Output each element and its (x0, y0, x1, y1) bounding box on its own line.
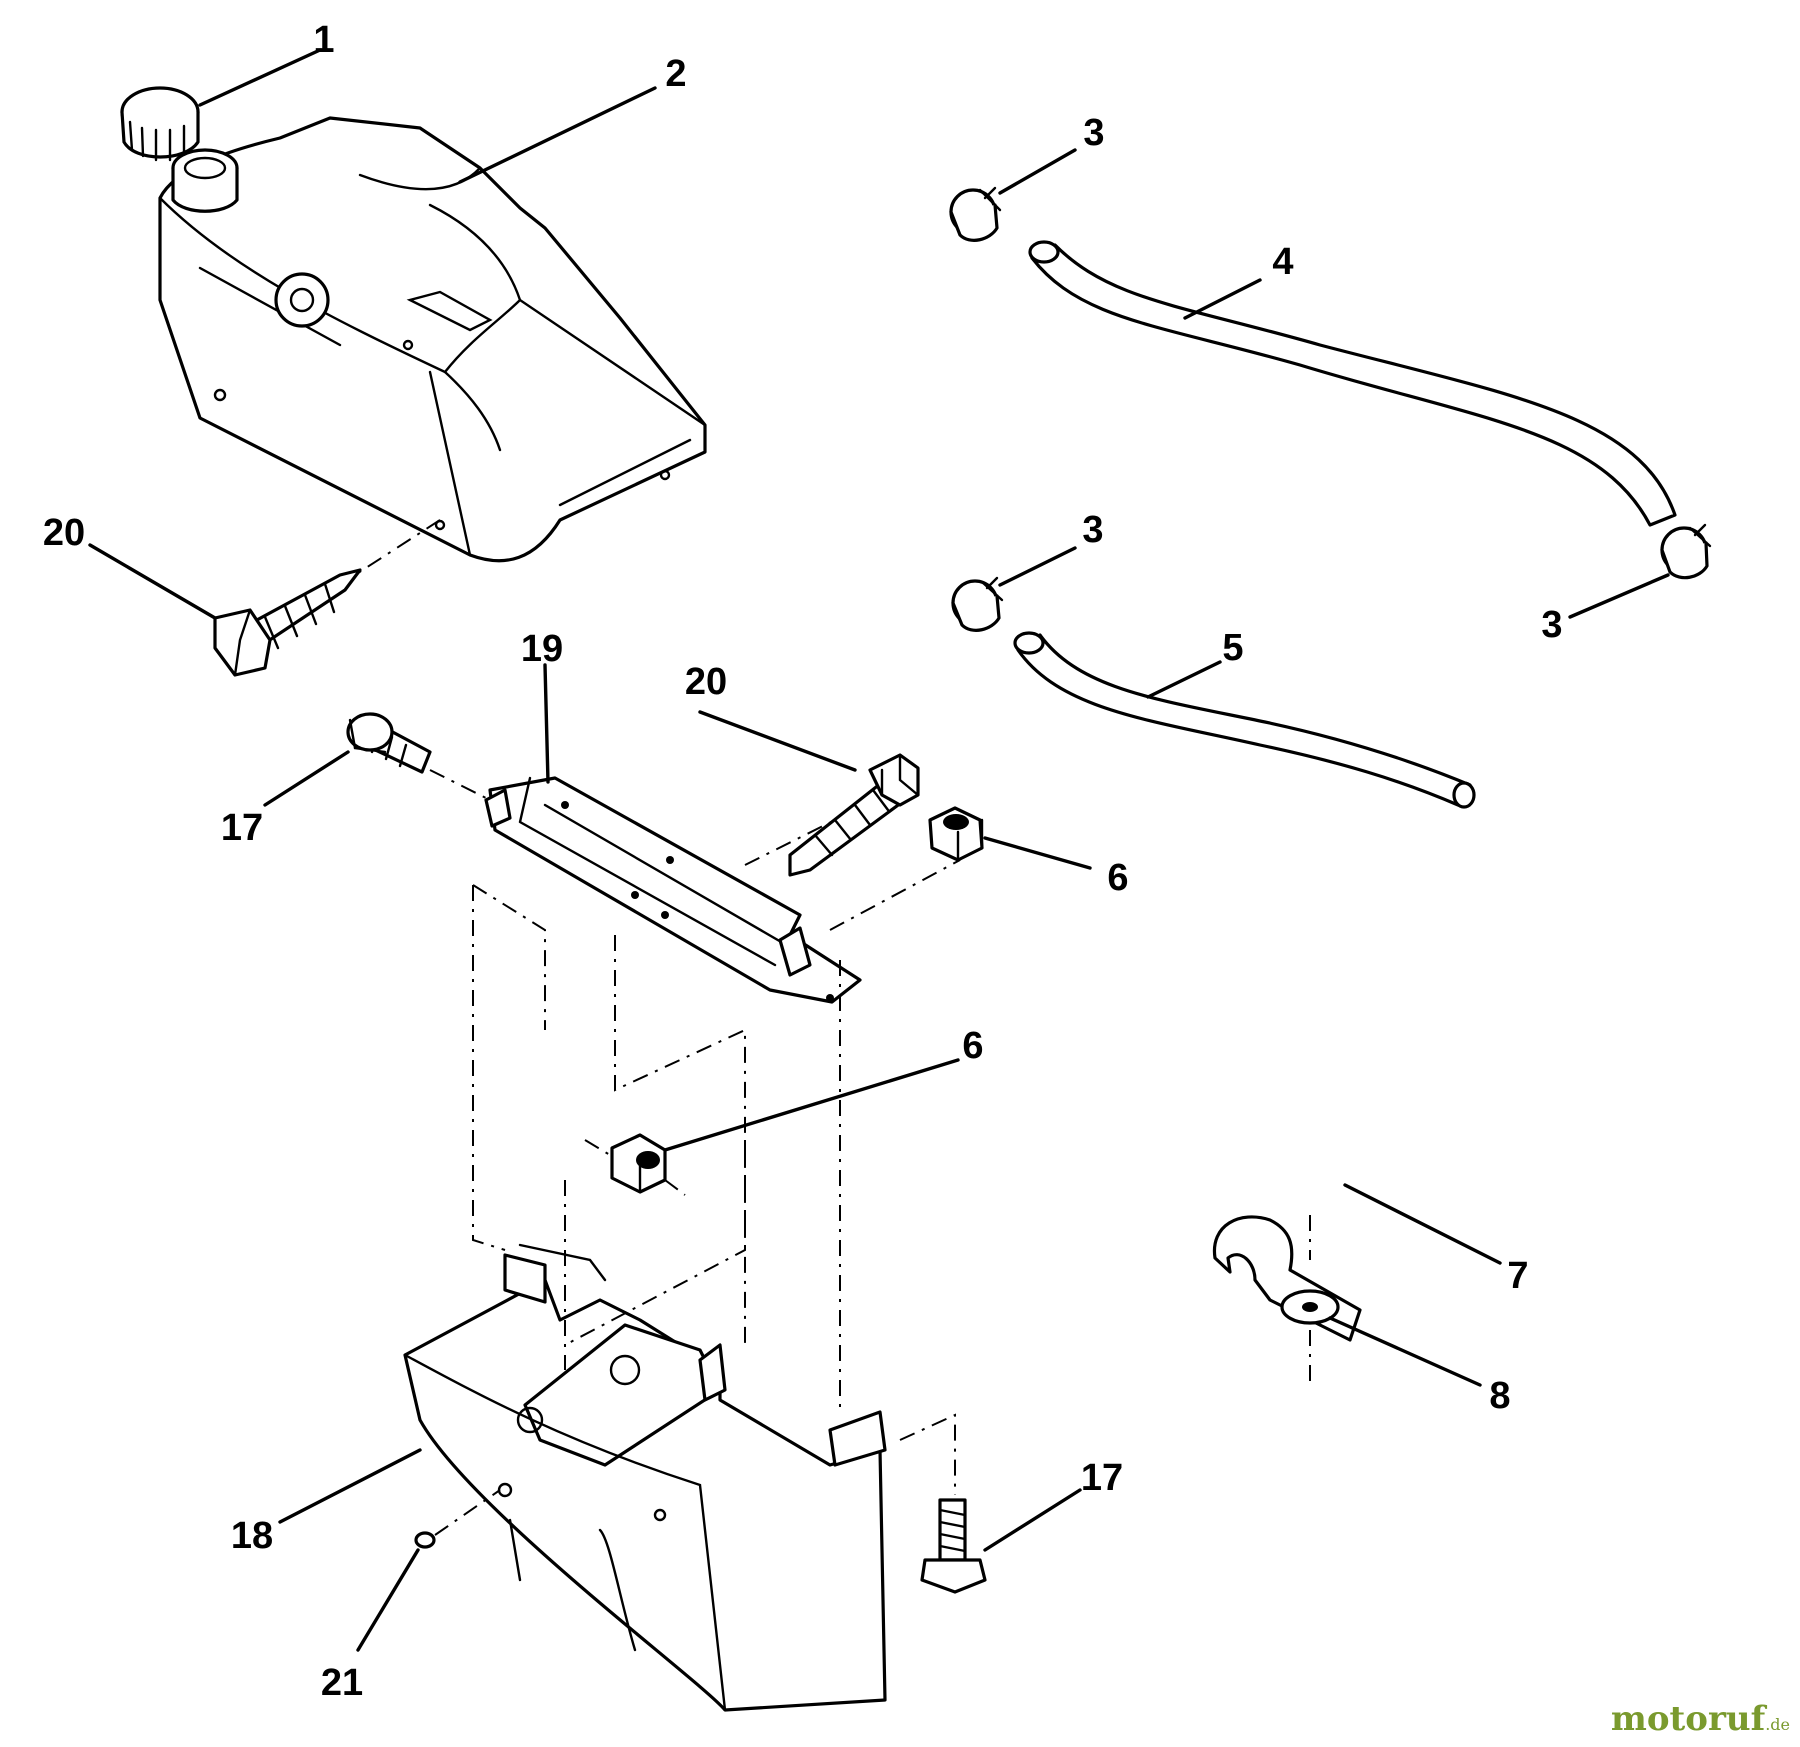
mounting-bracket (484, 776, 862, 1004)
nut-upper (928, 806, 984, 862)
screw-lower (788, 753, 920, 877)
hose-clamp-right (1660, 523, 1712, 580)
callout-21: 21 (321, 1662, 363, 1704)
fuel-tank (158, 116, 707, 563)
leader-lines (88, 48, 1670, 1652)
fuel-hose-long (1028, 240, 1677, 527)
callout-2: 2 (665, 53, 686, 95)
callout-3-middle: 3 (1082, 509, 1103, 551)
callout-6-lower: 6 (962, 1025, 983, 1067)
watermark-text: motoruf (1610, 1699, 1766, 1739)
callout-17-lower: 17 (1081, 1457, 1123, 1499)
callout-19: 19 (521, 628, 563, 670)
rivet (414, 1531, 436, 1549)
fuel-cap (120, 86, 200, 162)
callout-3-right: 3 (1541, 604, 1562, 646)
callout-6-upper: 6 (1107, 857, 1128, 899)
watermark-logo: motoruf.de (1611, 1699, 1790, 1739)
callout-20-upper: 20 (43, 512, 85, 554)
nut-lower (610, 1133, 667, 1194)
screw-upper (213, 568, 362, 677)
hose-clamp-top (949, 186, 1002, 242)
callout-17-upper: 17 (221, 807, 263, 849)
assembly-lines (354, 519, 1311, 1536)
bolt-upper (346, 712, 432, 774)
callout-5: 5 (1222, 627, 1243, 669)
callout-3-top: 3 (1083, 112, 1104, 154)
watermark-tld: .de (1765, 1715, 1790, 1734)
callout-8: 8 (1489, 1375, 1510, 1417)
callout-18: 18 (231, 1515, 273, 1557)
callout-labels: 1 2 3 4 3 3 5 6 6 7 8 20 19 20 17 17 18 … (43, 19, 1563, 1704)
callout-20-lower: 20 (685, 661, 727, 703)
hose-clamp-middle (951, 576, 1004, 632)
callout-1: 1 (313, 19, 334, 61)
fuel-hose-short (1013, 631, 1476, 809)
bolt-lower (920, 1498, 987, 1594)
callout-7: 7 (1507, 1255, 1528, 1297)
callout-4: 4 (1272, 241, 1293, 283)
washer (1280, 1289, 1340, 1325)
battery-tray (403, 1243, 887, 1712)
